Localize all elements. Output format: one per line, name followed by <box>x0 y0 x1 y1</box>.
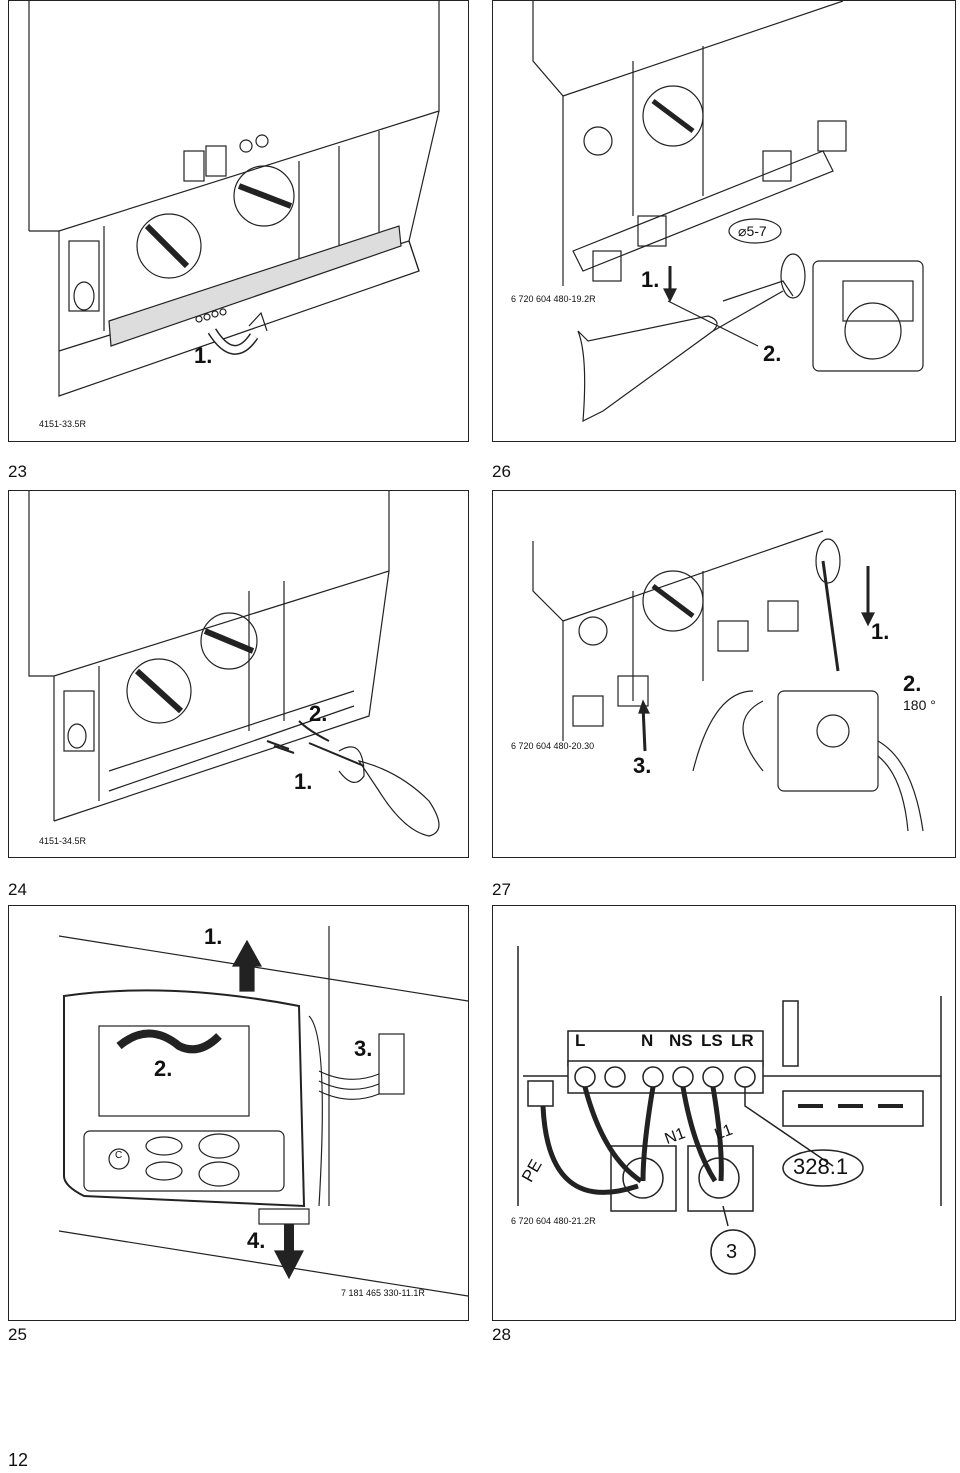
figure-27-step-3: 3. <box>633 753 652 778</box>
figure-28-code: 6 720 604 480-21.2R <box>511 1216 596 1226</box>
figure-24-step-2: 2. <box>309 701 328 726</box>
figure-25-number: 25 <box>8 1325 27 1344</box>
front-cover-screw-illustration <box>28 491 440 837</box>
figure-25-step-3: 3. <box>354 1036 373 1061</box>
terminal-ns: NS <box>669 1031 693 1050</box>
figure-27-angle-label: 180 ° <box>903 697 936 713</box>
figure-27-panel: 1. 2. 180 ° 3. 6 720 604 480-20.30 <box>492 490 956 858</box>
figure-28-number: 28 <box>492 1325 511 1344</box>
figure-23-panel: 1. 4151-33.5R <box>8 0 469 442</box>
controller-module-illustration <box>58 926 468 1297</box>
terminal-lr: LR <box>731 1031 754 1050</box>
figure-27-step-2: 2. <box>903 671 922 696</box>
figure-27-code: 6 720 604 480-20.30 <box>511 741 595 751</box>
figure-25-step-2: 2. <box>154 1056 173 1081</box>
boiler-control-illustration <box>28 1 440 397</box>
clear-button-label: C <box>115 1150 123 1161</box>
terminal-n: N <box>641 1031 654 1050</box>
part-number-label: 328.1 <box>793 1154 849 1179</box>
figure-26-panel: 1. 2. ⌀5-7 6 720 604 480-19.2R <box>492 0 956 442</box>
figure-25-panel: 1. 2. 3. 4. C 7 181 465 330-11.1R <box>8 905 469 1321</box>
figure-25-code: 7 181 465 330-11.1R <box>341 1288 425 1298</box>
wiring-terminal-illustration <box>517 946 942 1275</box>
page-number: 12 <box>8 1450 29 1470</box>
figure-26-step-1: 1. <box>641 267 660 292</box>
figure-24-number: 24 <box>8 880 27 899</box>
figure-28-panel: L N NS LS LR PE N1 L1 328.1 3 6 720 604 … <box>492 905 956 1321</box>
figure-25-step-1: 1. <box>204 924 223 949</box>
figure-25-step-4: 4. <box>247 1228 266 1253</box>
cable-gland-drill-illustration <box>532 1 924 423</box>
figure-23-step-1: 1. <box>194 343 213 368</box>
figure-26-diameter-label: ⌀5-7 <box>738 223 767 239</box>
figure-27-step-1: 1. <box>871 619 890 644</box>
figure-24-step-1: 1. <box>294 769 313 794</box>
terminal-ls: LS <box>701 1031 723 1050</box>
figure-26-step-2: 2. <box>763 341 782 366</box>
figure-26-number: 26 <box>492 462 511 481</box>
diameter-value: 5-7 <box>746 223 767 239</box>
figure-23-number: 23 <box>8 462 27 481</box>
cable-clamp-screwdriver-illustration <box>532 530 924 832</box>
figure-24-code: 4151-34.5R <box>39 836 87 846</box>
figure-24-panel: 2. 1. 4151-34.5R <box>8 490 469 858</box>
figure-26-code: 6 720 604 480-19.2R <box>511 294 596 304</box>
callout-number: 3 <box>726 1241 738 1263</box>
figure-23-code: 4151-33.5R <box>39 419 87 429</box>
terminal-l: L <box>575 1031 586 1050</box>
figure-27-number: 27 <box>492 880 511 899</box>
